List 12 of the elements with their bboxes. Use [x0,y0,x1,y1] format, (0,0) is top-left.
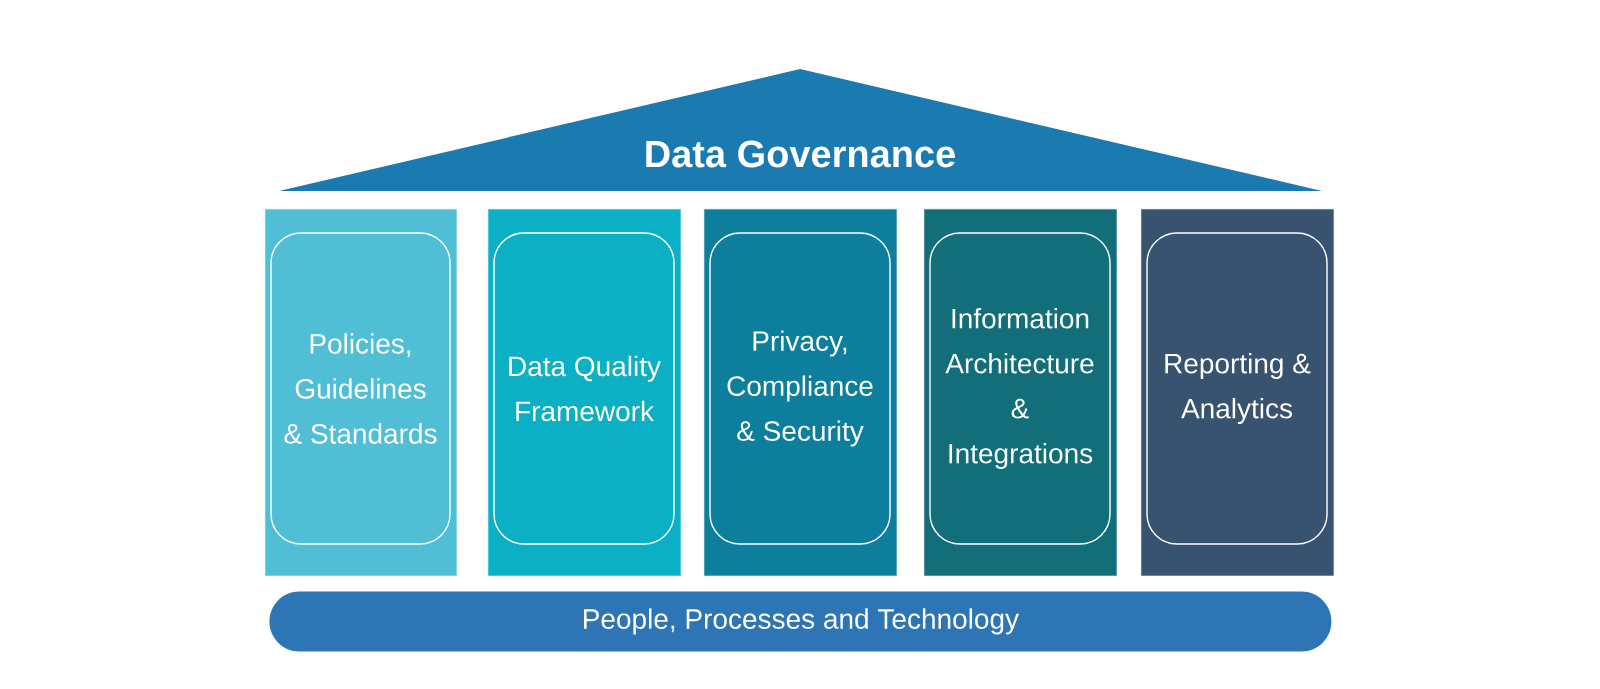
pillar [1141,209,1334,576]
rounded-box: Information Architecture & Integrations [929,232,1111,545]
pillar [488,209,681,576]
pillar [924,209,1117,576]
rounded-box: Policies, Guidelines & Standards [270,232,451,545]
pillar [704,209,897,576]
roof-triangle: Data Governance [279,69,1322,191]
rounded-box: Data Quality Framework [493,232,675,545]
rounded-box: Reporting & Analytics [1146,232,1328,545]
pillar [265,209,457,576]
rounded-box: Privacy, Compliance & Security [709,232,891,545]
base-band: People, Processes and Technology [269,591,1332,652]
